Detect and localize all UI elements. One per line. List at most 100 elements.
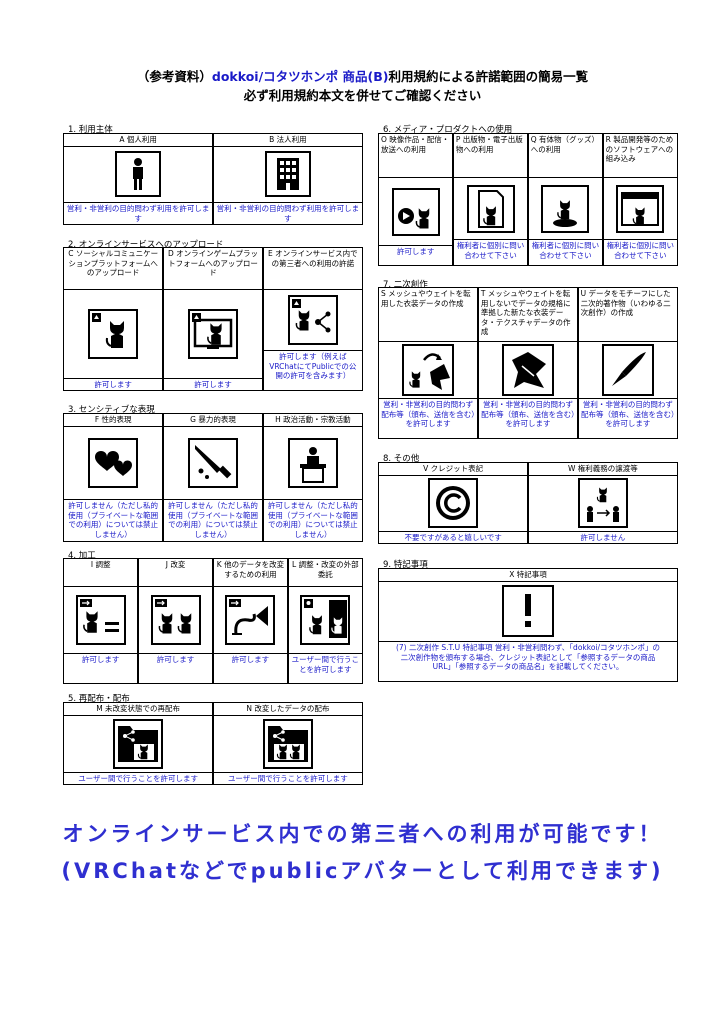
- item-e: E オンラインサービス内での第三者への利用の許諾 許可します（例えばVRChat…: [263, 248, 362, 390]
- cat-equal-icon: [75, 595, 126, 645]
- section2-title: 2. オンラインサービスへのアップロード: [68, 240, 224, 250]
- document-cat-icon: [466, 184, 515, 233]
- item-a-label: A 個人利用: [64, 134, 213, 147]
- item-v-permission: 不要ですがあると嬉しいです: [379, 530, 528, 544]
- folder-cat-pair-icon: [262, 718, 313, 769]
- item-p-permission: 権利者に個別に問い合わせて下さい: [453, 239, 528, 265]
- item-i: I 調整 許可します: [64, 559, 138, 683]
- item-i-label: I 調整: [64, 559, 138, 587]
- podium-icon: [287, 437, 338, 488]
- title-prefix: （参考資料）: [136, 69, 212, 84]
- item-p: P 出版物・電子出版物への利用 権利者に個別に問い合わせて下さい: [453, 134, 528, 265]
- item-o: O 映像作品・配信・放送への利用 許可します: [379, 134, 453, 265]
- item-d-label: D オンラインゲームプラットフォームへのアップロード: [163, 248, 263, 290]
- item-n-label: N 改変したデータの配布: [213, 703, 362, 716]
- item-x-permission: (7) 二次創作 S.T.U 特記事項 営利・非営利問わず、「dokkoi/コタ…: [379, 641, 677, 681]
- section7-title: 7. 二次創作: [383, 280, 428, 290]
- section9-title: 9. 特記事項: [383, 560, 428, 570]
- section3-title: 3. センシティブな表現: [68, 405, 155, 415]
- item-b-permission: 営利・非営利の目的問わず利用を許可します: [213, 202, 362, 224]
- section7-table: S メッシュやウェイトを転用した衣装データの作成 営利・非営利の目的問わず配布等…: [378, 287, 678, 439]
- item-f-label: F 性的表現: [64, 414, 163, 427]
- item-t-label: T メッシュやウェイトを転用しないでデータの規格に準拠した新たな衣装データ・テク…: [478, 288, 578, 342]
- page-subtitle: 必ず利用規約本文を併せてご確認ください: [243, 88, 482, 103]
- title-product: dokkoi/コタツホンポ 商品(B): [211, 69, 389, 84]
- item-c-label: C ソーシャルコミュニケーションプラットフォームへのアップロード: [64, 248, 163, 290]
- item-f-permission: 許可しません（ただし私的使用（プライベートな範囲での利用）については禁止しません…: [64, 499, 163, 541]
- cloth-transfer-icon: [402, 344, 455, 396]
- banner-line2: (VRChatなどでpublicアバターとして利用できます): [61, 859, 664, 883]
- item-j-permission: 許可します: [138, 653, 213, 683]
- section9-table: X 特記事項 (7) 二次創作 S.T.U 特記事項 営利・非営利問わず、「do…: [378, 568, 678, 682]
- item-j: J 改変 許可します: [138, 559, 213, 683]
- item-t: T メッシュやウェイトを転用しないでデータの規格に準拠した新たな衣装データ・テク…: [478, 288, 578, 438]
- item-u-permission: 営利・非営利の目的問わず配布等（頒布、送信を含む）を許可します: [578, 398, 677, 438]
- section5-table: M 未改変状態での再配布 ユーザー間で行うことを許可します N 改変したデータの…: [63, 702, 363, 785]
- item-u: U データをモチーフにした二次的著作物（いわゆる二次創作）の作成 営利・非営利の…: [578, 288, 677, 438]
- item-s-label: S メッシュやウェイトを転用した衣装データの作成: [379, 288, 478, 342]
- item-r: R 製品開発等のためのソフトウェアへの組み込み 権利者に個別に問い合わせて下さい: [603, 134, 677, 265]
- item-q: Q 有体物（グッズ）への利用 権利者に個別に問い合わせて下さい: [528, 134, 603, 265]
- item-h-label: H 政治活動・宗教活動: [263, 414, 362, 427]
- item-q-permission: 権利者に個別に問い合わせて下さい: [528, 239, 603, 265]
- section1-table: A 個人利用 営利・非営利の目的問わず利用を許可します B 法人利用 営利・非営…: [63, 133, 363, 225]
- section1-title: 1. 利用主体: [68, 125, 113, 135]
- folder-cat-icon: [113, 718, 164, 769]
- item-w-permission: 許可しません: [528, 530, 677, 544]
- item-w-label: W 権利義務の譲渡等: [528, 463, 677, 476]
- item-k-permission: 許可します: [213, 653, 288, 683]
- item-n-permission: ユーザー間で行うことを許可します: [213, 771, 362, 785]
- figure-cat-icon: [541, 184, 590, 233]
- item-v-label: V クレジット表記: [379, 463, 528, 476]
- pen-nib-icon: [601, 344, 654, 396]
- item-x-label: X 特記事項: [379, 569, 677, 582]
- page-title: （参考資料）dokkoi/コタツホンポ 商品(B)利用規約による許諾範囲の簡易一…: [0, 66, 725, 85]
- item-m-permission: ユーザー間で行うことを許可します: [64, 771, 213, 785]
- item-x: X 特記事項 (7) 二次創作 S.T.U 特記事項 営利・非営利問わず、「do…: [379, 569, 677, 681]
- item-b: B 法人利用 営利・非営利の目的問わず利用を許可します: [213, 134, 362, 224]
- item-e-label: E オンラインサービス内での第三者への利用の許諾: [263, 248, 362, 290]
- share-cat-icon: [287, 295, 338, 345]
- item-j-label: J 改変: [138, 559, 213, 587]
- item-t-permission: 営利・非営利の目的問わず配布等（頒布、送信を含む）を許可します: [478, 398, 578, 438]
- item-f: F 性的表現 許可しません（ただし私的使用（プライベートな範囲での利用）について…: [64, 414, 163, 541]
- item-v: V クレジット表記 不要ですがあると嬉しいです: [379, 463, 528, 544]
- cloth-icon: [501, 344, 554, 396]
- item-h: H 政治活動・宗教活動 許可しません（ただし私的使用（プライベートな範囲での利用…: [263, 414, 362, 541]
- section4-title: 4. 加工: [68, 551, 96, 561]
- item-l: L 調整・改変の外部委託 ユーザー間で行うことを許可します: [288, 559, 362, 683]
- building-icon: [264, 151, 311, 198]
- item-h-permission: 許可しません（ただし私的使用（プライベートな範囲での利用）については禁止しません…: [263, 499, 362, 541]
- window-cat-icon: [616, 184, 665, 233]
- upload-cat-icon: [88, 308, 139, 359]
- item-o-label: O 映像作品・配信・放送への利用: [379, 134, 453, 178]
- item-s: S メッシュやウェイトを転用した衣装データの作成 営利・非営利の目的問わず配布等…: [379, 288, 478, 438]
- section2-table: C ソーシャルコミュニケーションプラットフォームへのアップロード 許可します D…: [63, 247, 363, 391]
- monitor-cat-icon: [187, 308, 238, 359]
- item-e-permission: 許可します（例えばVRChatにてPublicでの公開の許可を含みます）: [263, 350, 362, 390]
- item-u-label: U データをモチーフにした二次的著作物（いわゆる二次創作）の作成: [578, 288, 677, 342]
- item-d: D オンラインゲームプラットフォームへのアップロード 許可します: [163, 248, 263, 390]
- knife-icon: [187, 437, 238, 488]
- video-cat-icon: [391, 187, 440, 236]
- cat-pair-icon: [150, 595, 201, 645]
- item-m-label: M 未改変状態での再配布: [64, 703, 213, 716]
- item-n: N 改変したデータの配布 ユーザー間で行うことを許可します: [213, 703, 362, 785]
- item-w: W 権利義務の譲渡等 許可しません: [528, 463, 677, 544]
- item-q-label: Q 有体物（グッズ）への利用: [528, 134, 603, 178]
- item-g-label: G 暴力的表現: [163, 414, 263, 427]
- section5-title: 5. 再配布・配布: [68, 694, 130, 704]
- section3-table: F 性的表現 許可しません（ただし私的使用（プライベートな範囲での利用）について…: [63, 413, 363, 542]
- section4-table: I 調整 許可します J 改変 許可します K 他のデータを改変するための利用 …: [63, 558, 363, 684]
- hearts-icon: [88, 437, 139, 488]
- item-r-permission: 権利者に個別に問い合わせて下さい: [603, 239, 677, 265]
- banner-line1: オンラインサービス内での第三者への利用が可能です！: [62, 822, 663, 846]
- person-icon: [115, 151, 162, 198]
- copyright-icon: [428, 478, 479, 528]
- item-a: A 個人利用 営利・非営利の目的問わず利用を許可します: [64, 134, 213, 224]
- item-o-permission: 許可します: [379, 245, 453, 265]
- item-r-label: R 製品開発等のためのソフトウェアへの組み込み: [603, 134, 677, 178]
- item-s-permission: 営利・非営利の目的問わず配布等（頒布、送信を含む）を許可します: [379, 398, 478, 438]
- transfer-icon: [577, 478, 628, 528]
- item-k: K 他のデータを改変するための利用 許可します: [213, 559, 288, 683]
